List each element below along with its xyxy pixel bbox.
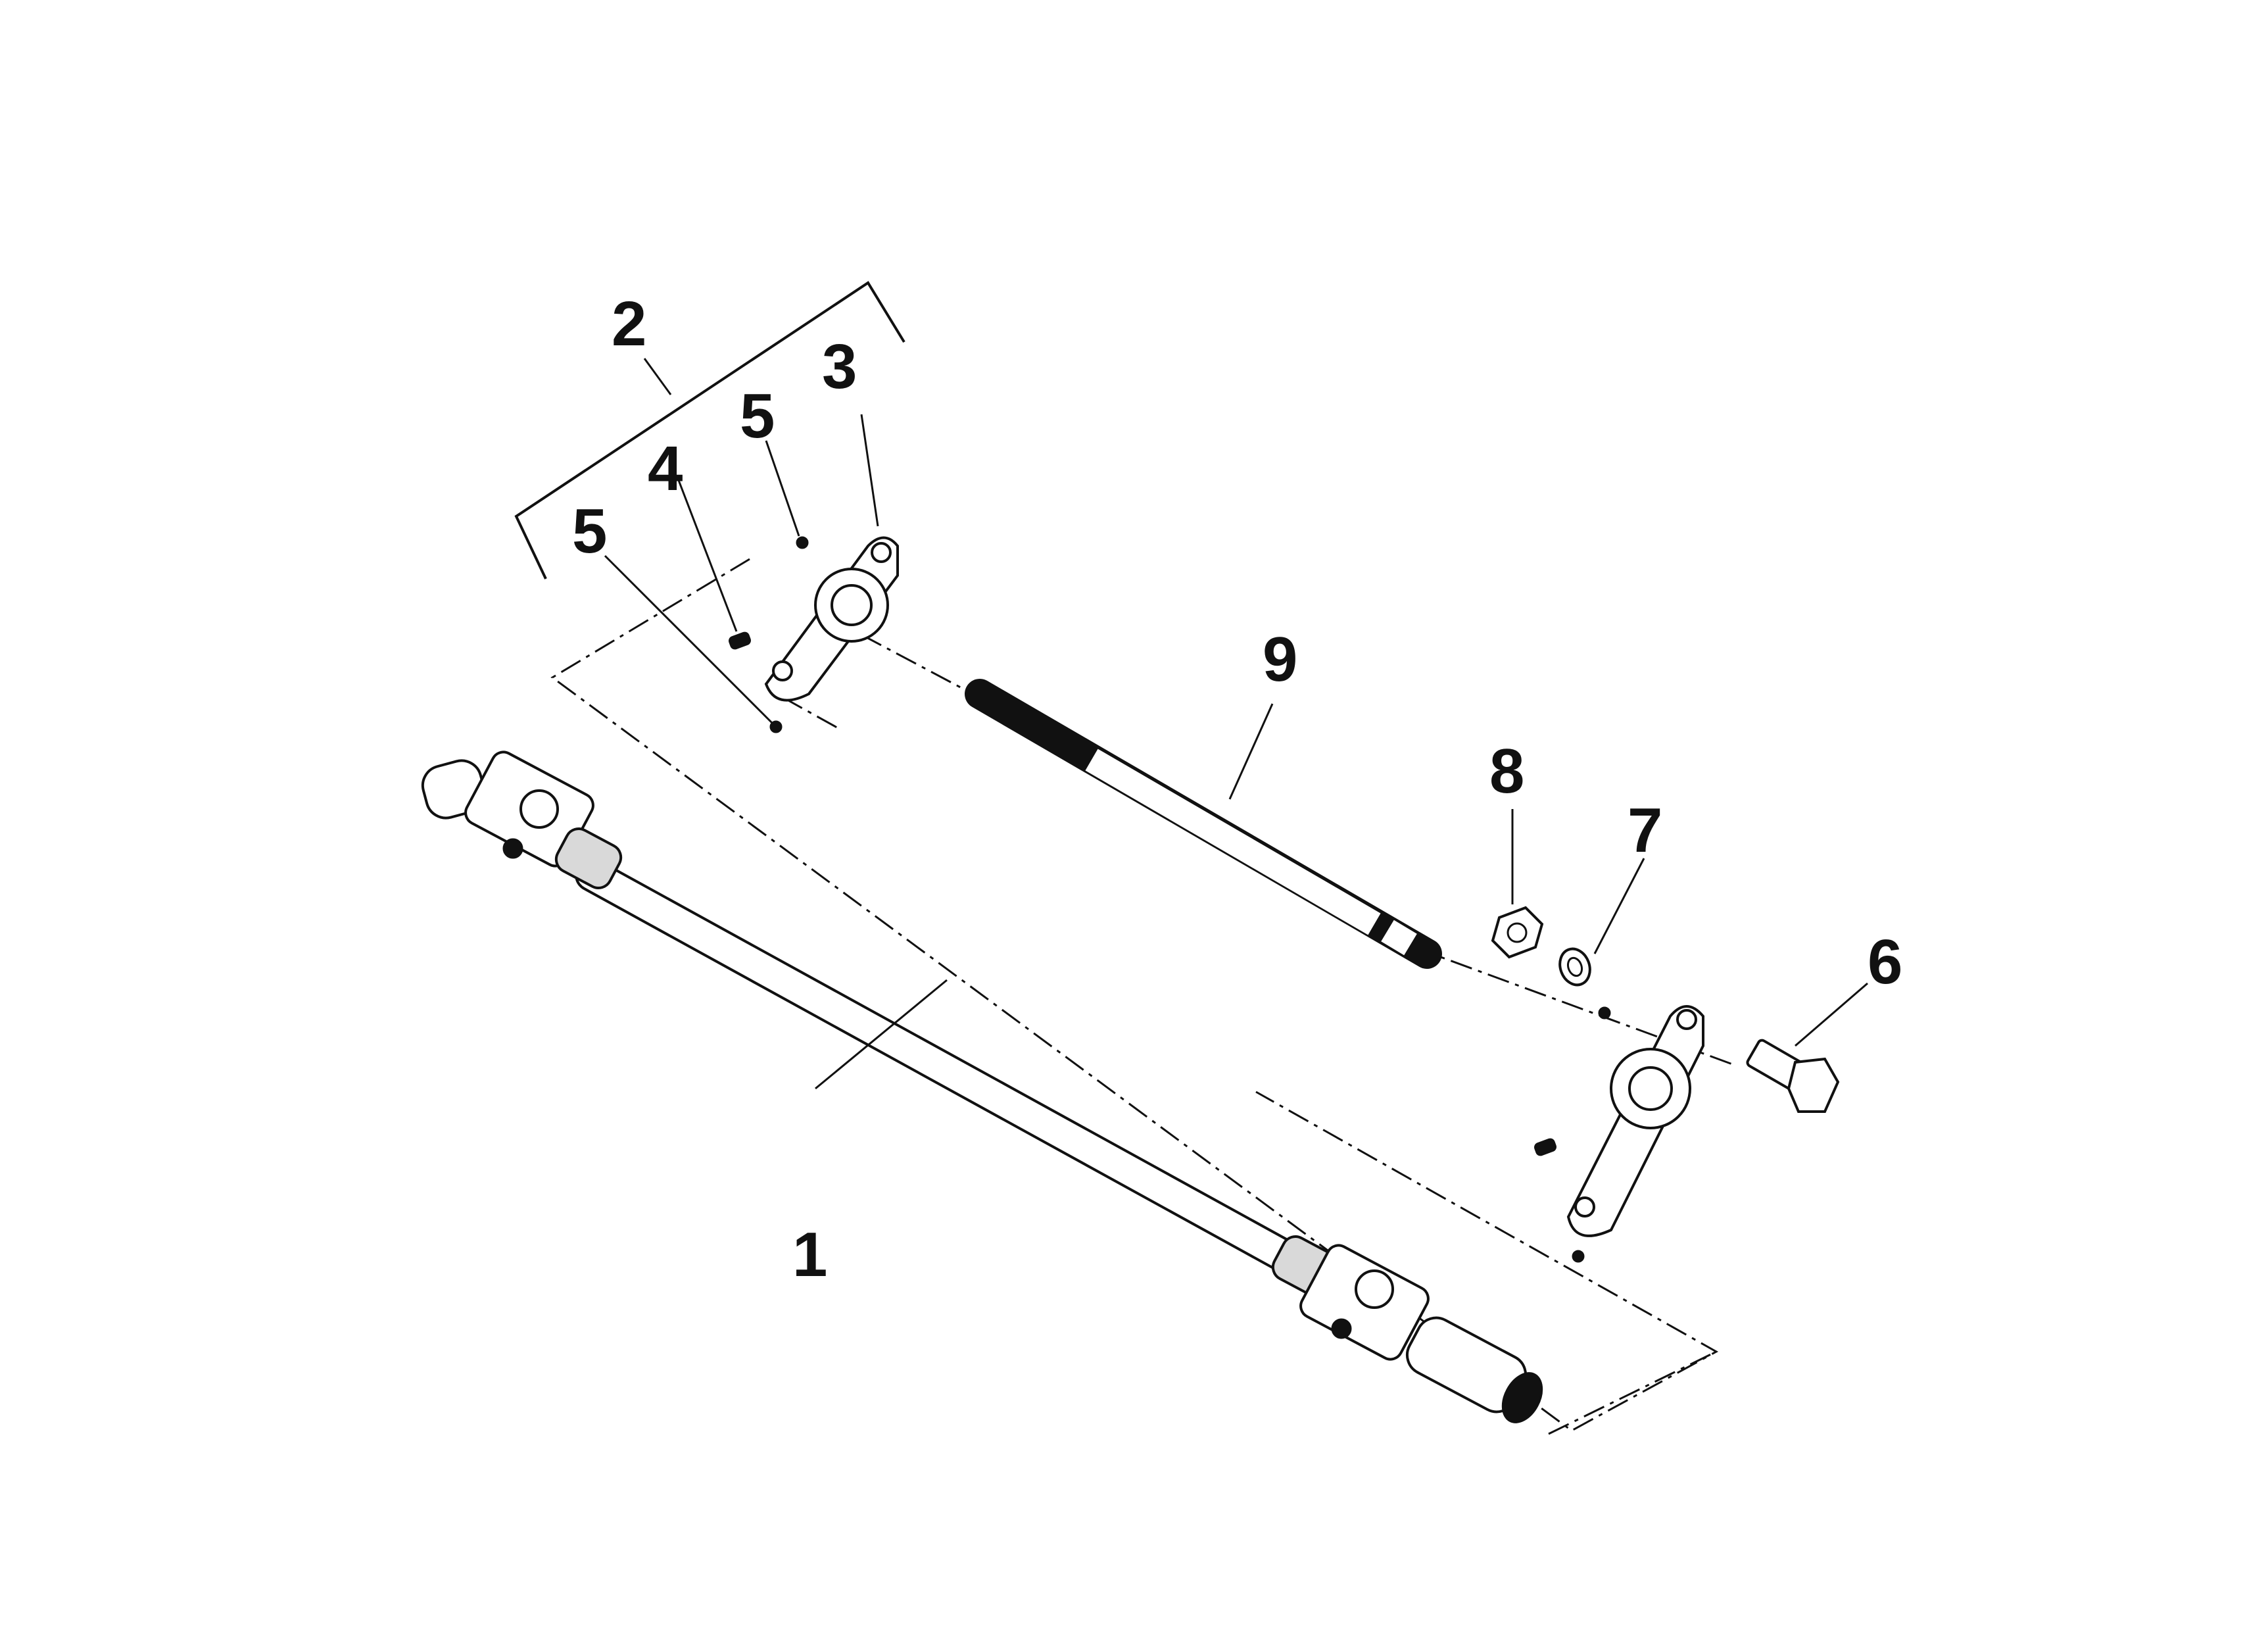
upper-grease-fittings	[769, 536, 809, 733]
callout-8: 8	[1489, 736, 1524, 806]
assembly-center-lines	[550, 558, 1737, 1435]
callout-labels: 1 2 3 4 5 5 6 7 8 9	[572, 289, 1902, 1290]
callout-3: 3	[822, 332, 857, 402]
callout-7: 7	[1628, 795, 1662, 866]
callout-2: 2	[612, 289, 646, 359]
upper-universal-joint	[421, 750, 623, 889]
upper-flange-bearing	[764, 536, 899, 702]
callout-5-upper: 5	[740, 381, 775, 451]
lock-washer	[1558, 947, 1591, 987]
assembly-bracket	[514, 281, 905, 579]
upper-set-screw	[729, 631, 751, 650]
callout-leaders	[604, 414, 1868, 1090]
hex-bolt	[1746, 1039, 1840, 1113]
callout-5-lower: 5	[572, 496, 607, 566]
lower-flange-bearing	[1534, 1005, 1704, 1263]
threaded-shaft	[965, 679, 1442, 969]
hex-nut	[1491, 906, 1544, 959]
drive-shaft-assembly	[421, 750, 1543, 1423]
callout-4: 4	[648, 433, 683, 504]
callout-1: 1	[792, 1219, 827, 1290]
callout-6: 6	[1868, 927, 1902, 997]
lower-universal-joint	[1271, 1235, 1543, 1423]
callout-9: 9	[1263, 624, 1297, 695]
